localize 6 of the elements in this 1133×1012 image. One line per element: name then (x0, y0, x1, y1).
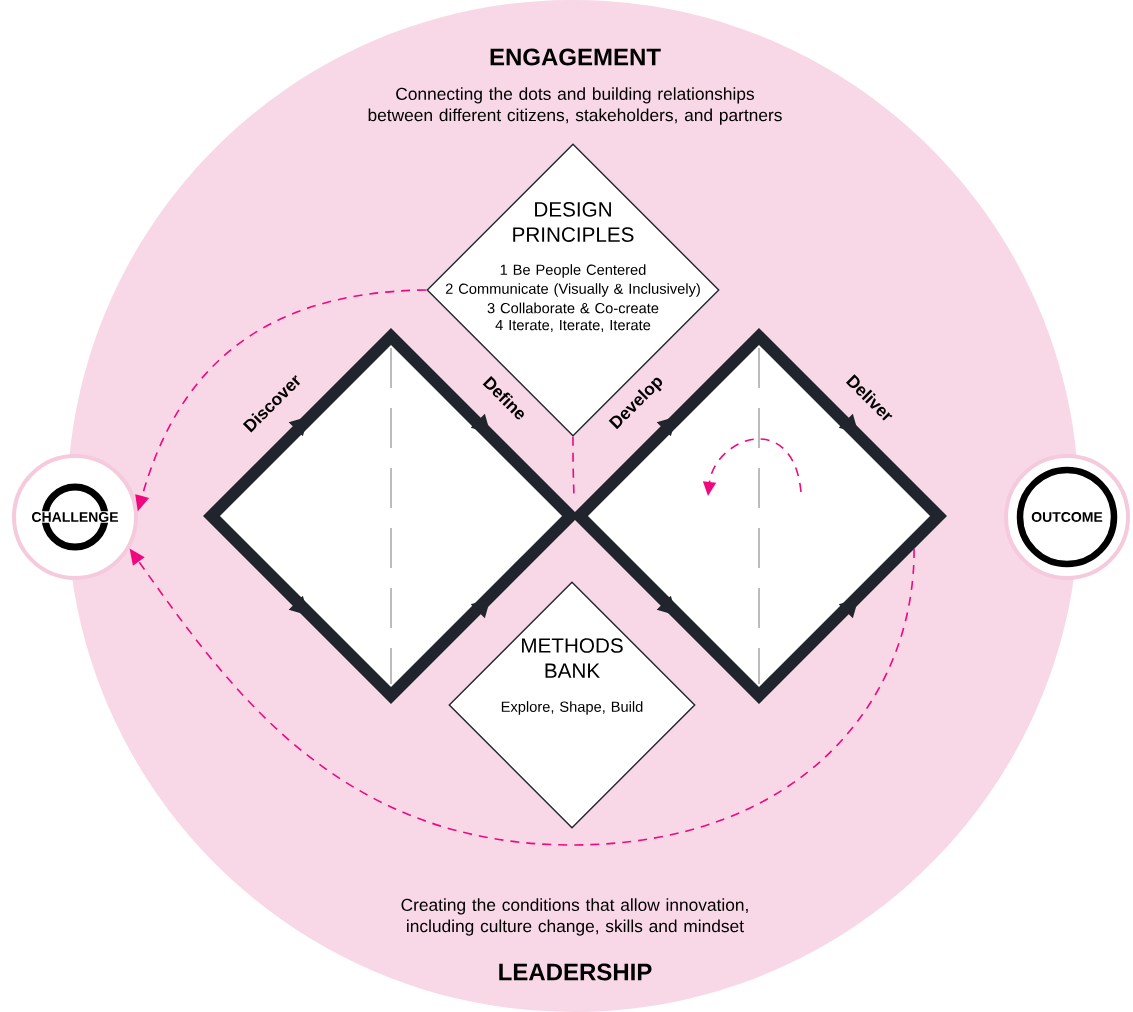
heading: LEADERSHIP (499, 963, 652, 981)
node-label: OUTCOME (1031, 512, 1103, 522)
subtitle: Creating the conditions that allow innovation, including culture change, skills and mindset (401, 898, 748, 936)
dashed-arrow (129, 548, 915, 846)
subtitle: Connecting the dots and building relationships between different citizens, stakeholders, and partners (368, 87, 782, 125)
heading: ENGAGEMENT (490, 48, 661, 66)
